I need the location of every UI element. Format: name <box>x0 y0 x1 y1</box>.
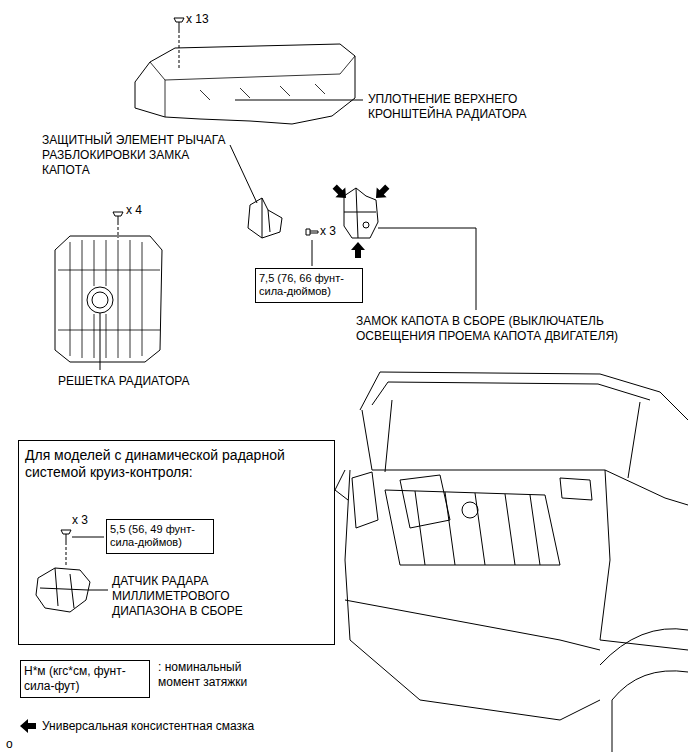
grille-slats <box>58 240 160 358</box>
leader-line <box>72 537 104 538</box>
grille-emblem-ring <box>92 292 108 308</box>
bolt-symbol <box>306 229 318 235</box>
legend-arrow <box>18 718 38 734</box>
torque-legend-box: Н*м (кгс*см, фунт-сила-фут) <box>20 660 150 698</box>
grease-arrow <box>371 182 392 203</box>
vehicle-body <box>335 410 688 720</box>
leader-line <box>235 100 363 101</box>
part-name: ЗАМОК КАПОТА В СБОРЕ (ВЫКЛЮЧАТЕЛЬ ОСВЕЩЕ… <box>356 314 668 344</box>
torque-value: 5,5 (56, 49 фунт-сила-дюймов) <box>110 523 210 550</box>
figure-code: o <box>6 737 13 752</box>
panel-heading: Для моделей с динамической радарной сист… <box>25 447 295 481</box>
torque-value: 7,5 (76, 66 фунт-сила-дюймов) <box>259 272 359 299</box>
part-name: ЗАЩИТНЫЙ ЭЛЕМЕНТ РЫЧАГА РАЗБЛОКИРОВКИ ЗА… <box>42 133 230 178</box>
part-name: РЕШЕТКА РАДИАТОРА <box>58 374 189 389</box>
leader-line <box>88 590 108 591</box>
dashed-guide <box>179 30 180 70</box>
protector-part <box>248 198 282 238</box>
legend-text: Универсальная консистентная смазка <box>42 719 254 734</box>
headlight <box>352 472 378 528</box>
legend-entry: Универсальная консистентная смазка <box>18 718 254 734</box>
part-name: УПЛОТНЕНИЕ ВЕРХНЕГО КРОНШТЕЙНА РАДИАТОРА <box>368 92 546 122</box>
clip-symbol <box>174 18 184 30</box>
part-name: ДАТЧИК РАДАРА МИЛЛИМЕТРОВОГО ДИАПАЗОНА В… <box>112 574 262 619</box>
hood-strut <box>385 400 640 478</box>
screw-symbol <box>61 530 71 542</box>
dashed-guide <box>66 542 67 566</box>
engine-parts <box>400 475 592 528</box>
quantity-note: x 3 <box>320 224 336 239</box>
quantity-note: x 13 <box>186 12 209 27</box>
hood-lock-part <box>344 188 378 238</box>
hood-lock-hole <box>363 222 369 228</box>
quantity-note: x 4 <box>126 203 142 218</box>
grease-arrow <box>330 182 351 203</box>
legend-arrow-shape <box>20 719 36 733</box>
leader-line <box>312 240 313 266</box>
grease-arrow <box>351 242 365 258</box>
quantity-note: x 3 <box>72 513 88 528</box>
screw-symbol <box>113 212 123 222</box>
radar-sensor-part <box>36 568 90 612</box>
engine-parts <box>462 502 478 518</box>
wheel <box>600 629 688 752</box>
torque-value: Н*м (кгс*см, фунт-сила-фут) <box>24 664 146 693</box>
leader-line <box>230 145 257 203</box>
grille-part <box>55 236 162 362</box>
dashed-guide <box>118 222 119 238</box>
legend-text: : номинальный момент затяжки <box>158 660 268 690</box>
seal-part <box>135 44 355 124</box>
torque-box: 5,5 (56, 49 фунт-сила-дюймов) <box>106 519 214 554</box>
leader-line <box>100 313 101 370</box>
seal-detail <box>150 56 355 117</box>
torque-box: 7,5 (76, 66 фунт-сила-дюймов) <box>255 268 363 303</box>
leader-line <box>378 228 476 310</box>
grille-emblem <box>87 287 113 313</box>
